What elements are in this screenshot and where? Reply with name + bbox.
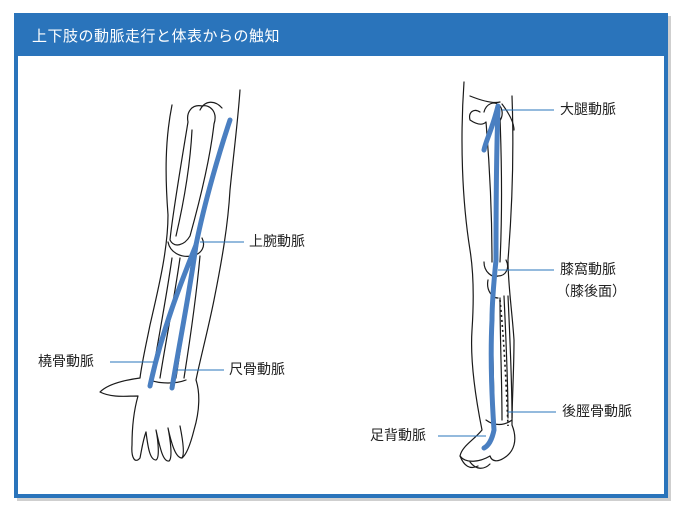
title-bar: 上下肢の動脈走行と体表からの触知 bbox=[18, 17, 664, 56]
label-femoral-artery: 大腿動脈 bbox=[560, 102, 616, 118]
arm-arteries bbox=[147, 117, 233, 391]
label-popliteal-artery: 膝窩動脈 bbox=[560, 262, 616, 278]
posterior-tibial-artery bbox=[499, 299, 509, 427]
knee-joint bbox=[483, 259, 509, 299]
label-posterior-tibial-artery: 後脛骨動脈 bbox=[562, 404, 632, 420]
humerus-bone bbox=[169, 105, 216, 246]
arm-outline-left bbox=[99, 104, 173, 461]
leg-outline-right bbox=[489, 95, 516, 462]
femoral-artery bbox=[481, 103, 501, 263]
leg-toes bbox=[459, 455, 491, 469]
arm-illustration bbox=[99, 89, 241, 462]
shoulder-bone bbox=[199, 101, 223, 111]
label-radial-artery: 橈骨動脈 bbox=[38, 354, 94, 370]
pelvis-bone bbox=[469, 95, 515, 131]
arm-outline-right bbox=[181, 89, 241, 459]
figure-frame: 上下肢の動脈走行と体表からの触知 bbox=[14, 13, 668, 498]
label-popliteal-note: （膝後面） bbox=[556, 284, 626, 300]
brachial-artery bbox=[193, 117, 233, 248]
popliteal-artery bbox=[489, 257, 499, 323]
anterior-tibial-artery bbox=[481, 317, 497, 451]
arm-leaders bbox=[110, 241, 244, 371]
label-ulnar-artery: 尺骨動脈 bbox=[229, 362, 285, 378]
label-dorsalis-pedis-artery: 足背動脈 bbox=[370, 428, 426, 444]
ankle-bones bbox=[485, 419, 513, 426]
leg-arteries bbox=[481, 103, 501, 451]
humerus-inner bbox=[175, 129, 193, 237]
figure-title: 上下肢の動脈走行と体表からの触知 bbox=[32, 27, 281, 45]
arm-fingers bbox=[145, 425, 184, 462]
ulna-bone bbox=[175, 255, 201, 379]
radial-artery bbox=[147, 242, 199, 389]
fibula-bone bbox=[503, 295, 513, 419]
wrist-bones bbox=[149, 379, 187, 384]
leg-leaders bbox=[438, 109, 556, 437]
label-brachial-artery: 上腕動脈 bbox=[249, 234, 305, 250]
ulnar-artery bbox=[169, 242, 199, 391]
